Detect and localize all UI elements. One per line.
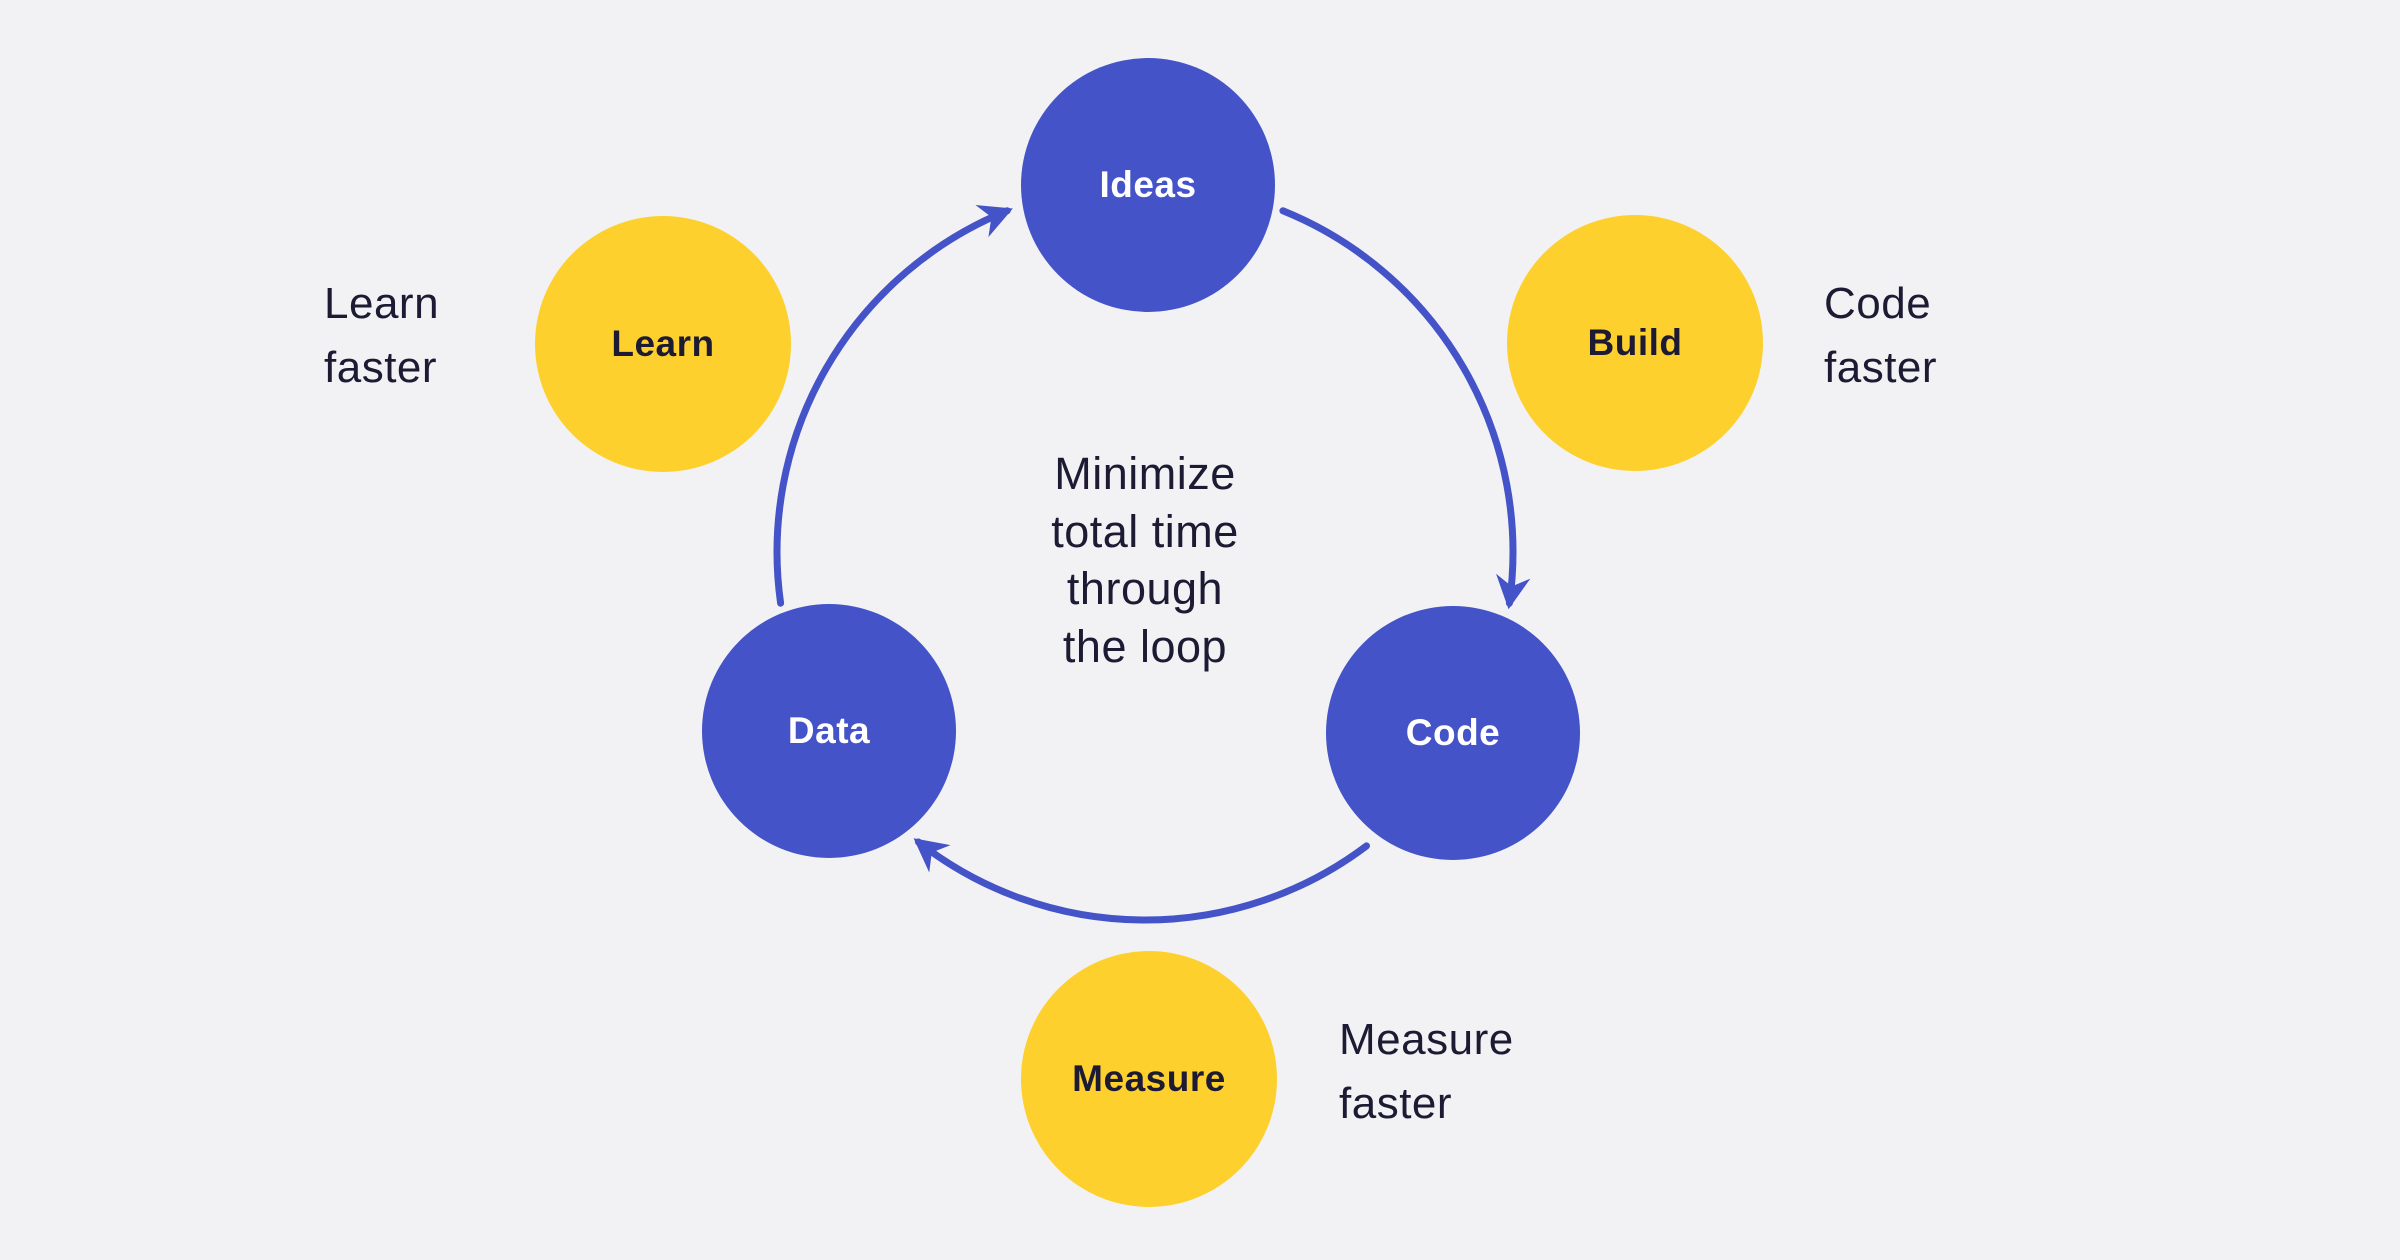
caption-measure-faster: Measure faster (1339, 1008, 1514, 1136)
center-caption-line: Minimize (1054, 447, 1236, 499)
caption-line: Learn (324, 279, 440, 328)
arrow-ideas-to-code (1279, 207, 1531, 610)
node-code-label: Code (1405, 712, 1501, 753)
arrow-data-to-ideas (773, 204, 1013, 607)
caption-line: faster (1824, 342, 1938, 392)
center-caption: Minimize total time through the loop (1051, 445, 1239, 675)
caption-line: faster (324, 342, 438, 392)
badge-build: Build (1507, 215, 1763, 471)
badge-learn: Learn (535, 216, 791, 472)
badge-learn-label: Learn (611, 323, 715, 364)
center-caption-line: through (1066, 563, 1224, 614)
node-code: Code (1326, 606, 1580, 860)
caption-line: faster (1339, 1078, 1453, 1128)
node-ideas: Ideas (1021, 58, 1275, 312)
badge-build-label: Build (1587, 322, 1683, 363)
arrow-code-to-data (913, 838, 1370, 924)
center-caption-line: the loop (1062, 620, 1228, 672)
caption-learn-faster: Learn faster (324, 272, 439, 400)
caption-code-faster: Code faster (1824, 272, 1937, 400)
badge-measure-label: Measure (1072, 1058, 1226, 1099)
badge-measure: Measure (1021, 951, 1277, 1207)
node-data: Data (702, 604, 956, 858)
center-caption-line: total time (1051, 505, 1239, 557)
caption-line: Code (1824, 279, 1932, 328)
node-ideas-label: Ideas (1099, 164, 1197, 205)
caption-line: Measure (1339, 1015, 1514, 1064)
node-data-label: Data (787, 710, 871, 751)
